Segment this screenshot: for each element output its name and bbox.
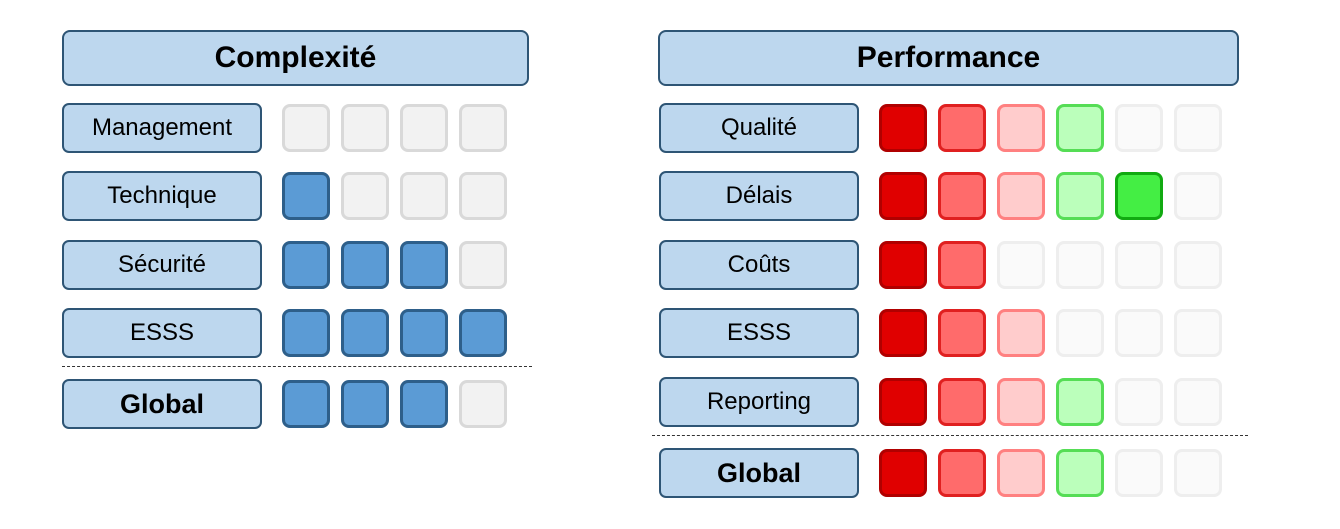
rating-square-filled <box>282 172 330 220</box>
rating-square-empty <box>1174 172 1222 220</box>
rating-square-empty <box>1115 378 1163 426</box>
rating-square-filled <box>879 172 927 220</box>
performance-header: Performance <box>658 30 1239 86</box>
performance-row-label: Reporting <box>659 377 859 427</box>
rating-square-filled <box>997 449 1045 497</box>
rating-square-filled <box>938 172 986 220</box>
complexite-row: Management <box>62 103 510 153</box>
rating-square-empty <box>341 172 389 220</box>
rating-square-filled <box>341 309 389 357</box>
rating-square-filled <box>400 309 448 357</box>
complexite-row-label: Technique <box>62 171 262 221</box>
rating-square-filled <box>282 309 330 357</box>
rating-square-filled <box>1056 449 1104 497</box>
rating-square-empty <box>1174 378 1222 426</box>
rating-square-empty <box>1056 241 1104 289</box>
complexite-row-label: Sécurité <box>62 240 262 290</box>
complexite-global-label: Global <box>62 379 262 429</box>
complexite-row: Technique <box>62 171 510 221</box>
rating-square-filled <box>341 380 389 428</box>
complexite-global-row: Global <box>62 379 510 429</box>
rating-square-empty <box>1115 309 1163 357</box>
rating-square-empty <box>282 104 330 152</box>
rating-square-filled <box>997 104 1045 152</box>
rating-square-filled <box>938 378 986 426</box>
performance-row: ESSS <box>659 308 1225 358</box>
performance-global-row: Global <box>659 448 1225 498</box>
rating-square-filled <box>879 378 927 426</box>
performance-row: Coûts <box>659 240 1225 290</box>
rating-square-empty <box>1115 241 1163 289</box>
complexite-row-label: ESSS <box>62 308 262 358</box>
performance-row-label: Qualité <box>659 103 859 153</box>
rating-square-filled <box>1115 172 1163 220</box>
rating-square-filled <box>400 380 448 428</box>
rating-square-filled <box>459 309 507 357</box>
rating-square-filled <box>879 309 927 357</box>
rating-square-filled <box>938 241 986 289</box>
rating-square-filled <box>997 309 1045 357</box>
rating-square-filled <box>1056 378 1104 426</box>
rating-square-filled <box>997 378 1045 426</box>
complexite-header: Complexité <box>62 30 529 86</box>
rating-square-filled <box>997 172 1045 220</box>
performance-row-label: Coûts <box>659 240 859 290</box>
complexite-divider <box>62 366 532 367</box>
rating-square-empty <box>1174 449 1222 497</box>
rating-square-filled <box>938 309 986 357</box>
rating-square-filled <box>1056 104 1104 152</box>
performance-row: Reporting <box>659 377 1225 427</box>
rating-square-empty <box>1056 309 1104 357</box>
rating-square-empty <box>400 104 448 152</box>
rating-square-empty <box>341 104 389 152</box>
performance-global-label: Global <box>659 448 859 498</box>
rating-square-empty <box>459 241 507 289</box>
rating-square-filled <box>938 449 986 497</box>
rating-square-filled <box>400 241 448 289</box>
rating-square-filled <box>938 104 986 152</box>
rating-square-empty <box>459 172 507 220</box>
rating-square-filled <box>282 380 330 428</box>
rating-square-empty <box>1115 449 1163 497</box>
rating-square-filled <box>341 241 389 289</box>
performance-row-label: ESSS <box>659 308 859 358</box>
complexite-row: ESSS <box>62 308 510 358</box>
rating-square-empty <box>1174 104 1222 152</box>
complexite-row: Sécurité <box>62 240 510 290</box>
rating-square-filled <box>879 241 927 289</box>
rating-square-empty <box>1174 241 1222 289</box>
rating-square-filled <box>282 241 330 289</box>
rating-square-filled <box>879 449 927 497</box>
rating-square-empty <box>459 104 507 152</box>
rating-square-filled <box>1056 172 1104 220</box>
rating-square-empty <box>459 380 507 428</box>
rating-square-empty <box>997 241 1045 289</box>
rating-square-filled <box>879 104 927 152</box>
rating-square-empty <box>1174 309 1222 357</box>
performance-row: Qualité <box>659 103 1225 153</box>
performance-divider <box>652 435 1248 436</box>
complexite-row-label: Management <box>62 103 262 153</box>
rating-square-empty <box>1115 104 1163 152</box>
performance-row-label: Délais <box>659 171 859 221</box>
rating-square-empty <box>400 172 448 220</box>
performance-row: Délais <box>659 171 1225 221</box>
